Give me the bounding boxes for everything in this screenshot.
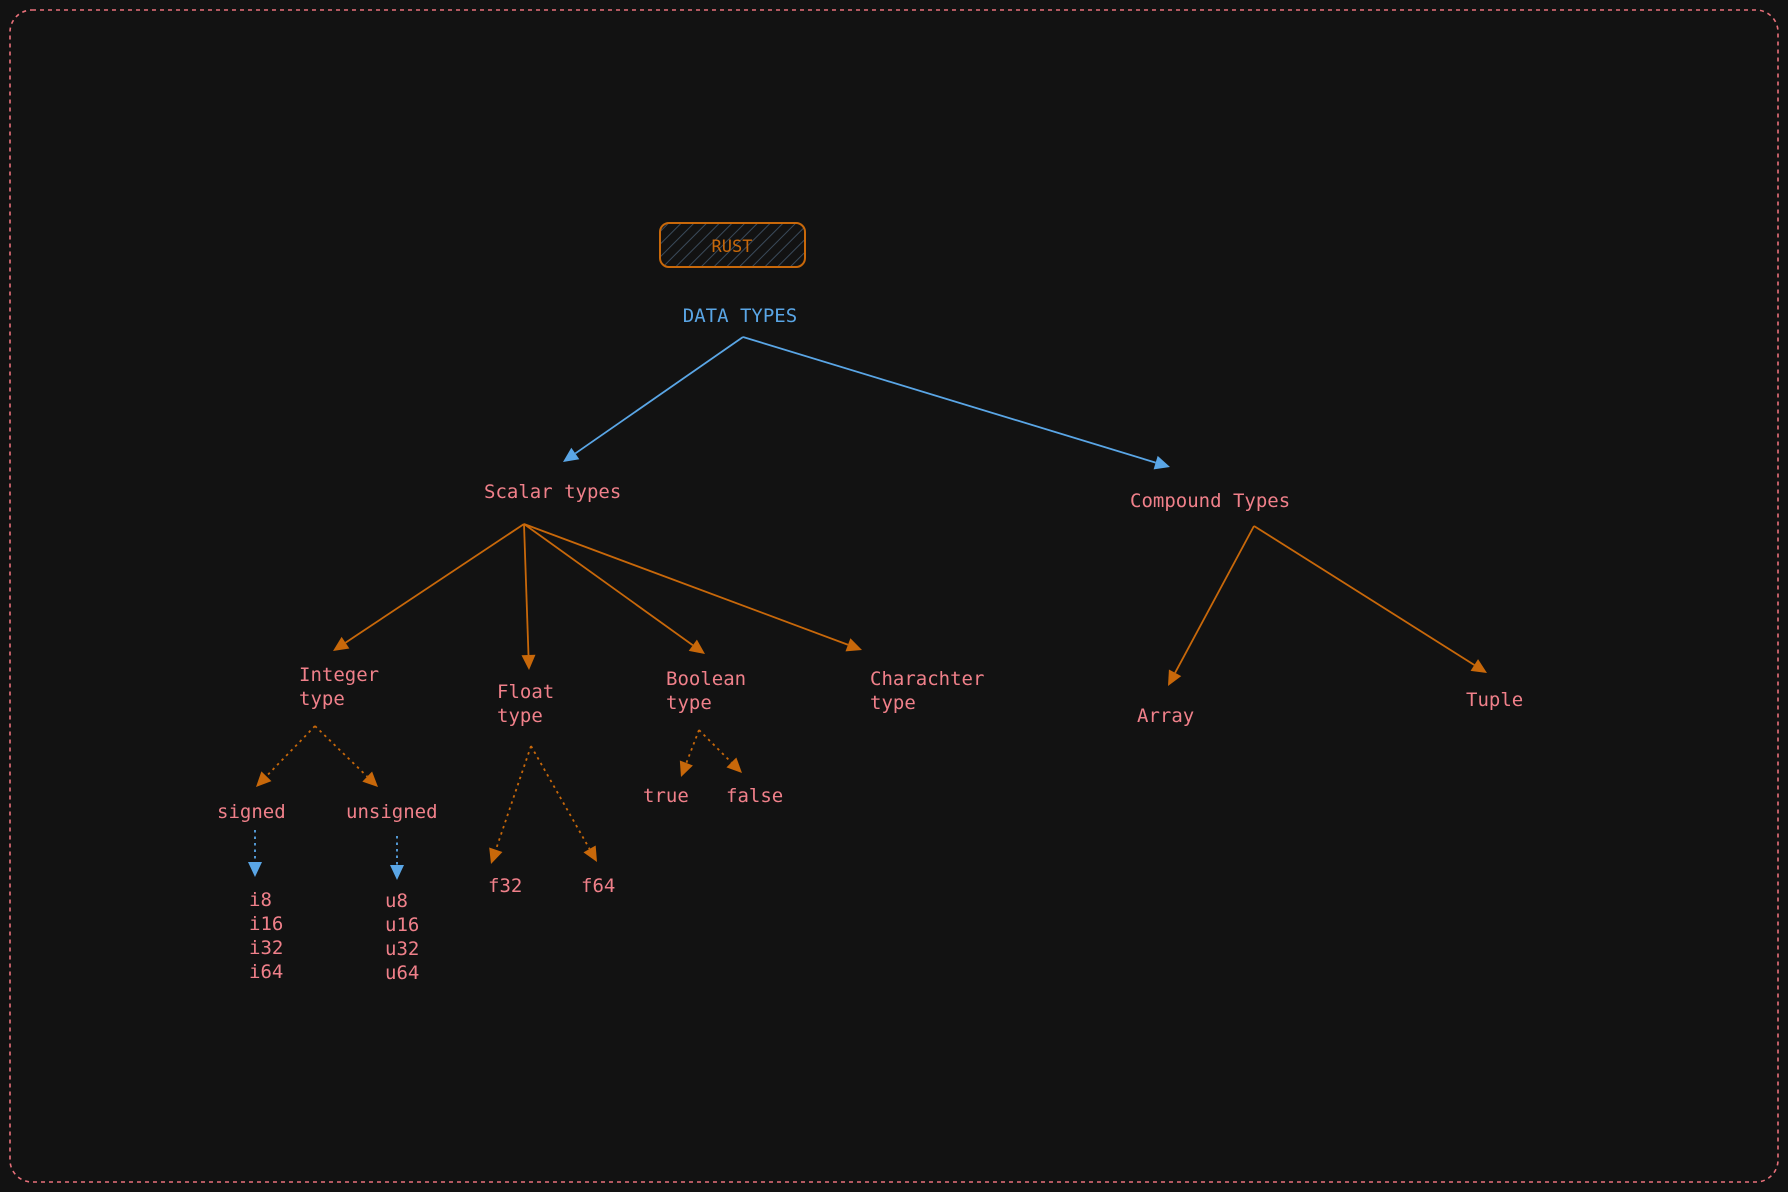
edge-root-to-scalar-arrowhead [563,447,580,462]
root-title: DATA TYPES [683,305,797,327]
edge-signed-to-widths [248,830,262,877]
edge-compound-to-tuple-arrowhead [1470,659,1487,673]
edge-scalar-to-character-arrowhead [845,638,862,652]
tuple-label: Tuple [1466,689,1523,711]
edge-float-to-f64-line [530,745,591,850]
boolean-type-line-1: Boolean [666,668,746,690]
edge-compound-to-array-arrowhead [1168,669,1182,686]
character-type-line-1: Charachter [870,668,984,690]
edge-root-to-compound-line [742,336,1156,464]
edge-signed-to-widths-arrowhead [248,862,262,877]
root-badge: RUST [659,222,806,268]
edge-boolean-to-false [698,729,742,773]
integer-type-line-2: type [299,688,345,710]
array-label: Array [1137,705,1194,727]
frame-border [9,9,1779,1183]
edge-boolean-to-true [679,729,700,777]
edge-scalar-to-integer-line [344,523,525,644]
edge-float-to-f32 [489,745,532,864]
edge-scalar-to-character-line [523,523,849,646]
edge-float-to-f32-arrowhead [489,847,503,864]
edge-scalar-to-boolean-line [523,523,694,646]
edge-scalar-to-boolean-arrowhead [688,639,705,654]
edge-integer-to-signed-arrowhead [256,771,272,787]
edge-integer-to-unsigned [314,725,378,787]
edge-boolean-to-true-arrowhead [679,760,693,777]
edge-scalar-to-integer [333,523,525,651]
signed-type-i16: i16 [249,913,283,935]
edge-compound-to-tuple-line [1253,525,1475,666]
edge-integer-to-signed-line [265,725,316,777]
integer-type-label: Integer type [299,664,391,710]
edge-scalar-to-float-arrowhead [521,654,536,670]
edge-integer-to-unsigned-line [314,725,368,778]
root-badge-box [659,222,806,268]
float-type-label: Float type [497,681,566,727]
edge-scalar-to-integer-arrowhead [333,636,350,651]
connector-layer [248,336,1487,880]
unsigned-type-u16: u16 [385,914,419,936]
bool-true-label: true [643,785,689,807]
character-type-label: Charachter type [870,668,996,714]
edge-root-to-compound [742,336,1170,470]
edge-root-to-scalar [563,336,744,462]
edge-boolean-to-true-line [685,729,700,764]
unsigned-type-u8: u8 [385,890,408,912]
unsigned-type-u64: u64 [385,962,419,984]
edge-compound-to-array [1168,525,1255,686]
compound-types-label: Compound Types [1130,490,1290,512]
edge-integer-to-signed [256,725,316,787]
boolean-type-line-2: type [666,692,712,714]
character-type-line-2: type [870,692,916,714]
edge-root-to-compound-arrowhead [1153,455,1170,470]
f64-label: f64 [581,875,615,897]
edge-scalar-to-float-line [523,523,530,656]
edge-scalar-to-boolean [523,523,705,654]
scalar-types-label: Scalar types [484,481,621,503]
edge-scalar-to-character [523,523,862,652]
unsigned-types-list: u8 u16 u32 u64 [385,890,431,984]
float-type-line-2: type [497,705,543,727]
unsigned-type-u32: u32 [385,938,419,960]
bool-false-label: false [726,785,783,807]
root-badge-label: RUST [712,237,753,257]
edge-unsigned-to-widths [390,836,404,880]
edge-integer-to-unsigned-arrowhead [362,771,378,787]
edge-boolean-to-false-arrowhead [726,757,742,773]
edge-compound-to-array-line [1174,525,1255,674]
edge-scalar-to-float [521,523,536,670]
edge-float-to-f32-line [494,745,532,851]
edge-float-to-f64 [530,745,597,862]
signed-type-i8: i8 [249,889,272,911]
edge-unsigned-to-widths-arrowhead [390,865,404,880]
boolean-type-label: Boolean type [666,668,758,714]
signed-types-list: i8 i16 i32 i64 [249,889,295,983]
unsigned-label: unsigned [346,801,438,823]
signed-type-i64: i64 [249,961,283,983]
f32-label: f32 [488,875,522,897]
signed-type-i32: i32 [249,937,283,959]
integer-type-line-1: Integer [299,664,379,686]
edge-float-to-f64-arrowhead [583,845,597,862]
edge-compound-to-tuple [1253,525,1487,673]
float-type-line-1: Float [497,681,554,703]
signed-label: signed [217,801,286,823]
edge-root-to-scalar-line [574,336,744,455]
edge-boolean-to-false-line [698,729,733,764]
